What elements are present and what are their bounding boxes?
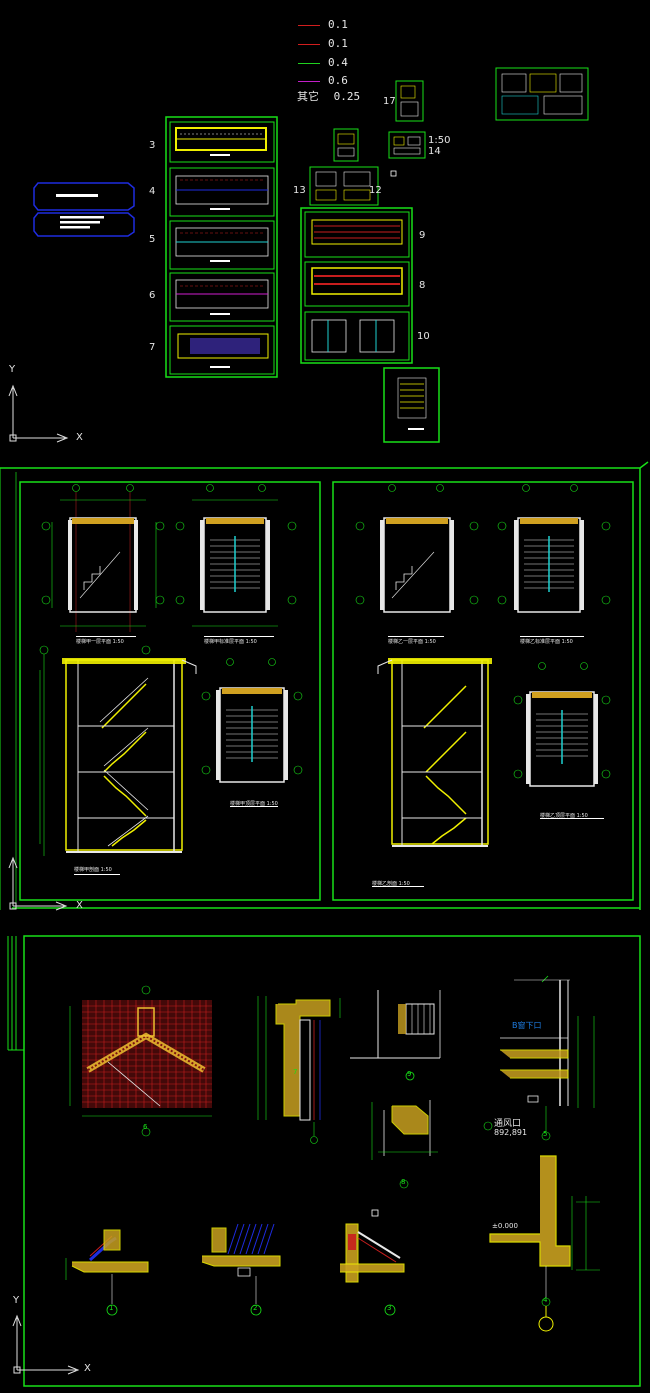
detail-sheet-panel: 6 7 8 9 5 1 2 3 4 通风口 892,891 B窗下口 ±0.00… xyxy=(0,920,650,1393)
stair-a-first-title: 楼梯甲一层平面 1:50 xyxy=(76,639,124,645)
detail-number-2: 2 xyxy=(253,1304,258,1312)
elevation-sheet-stack xyxy=(300,207,413,364)
legend-swatch xyxy=(298,81,320,82)
stair-b-section-title: 楼梯乙剖面 1:50 xyxy=(372,881,410,887)
legend-swatch xyxy=(298,25,320,26)
detail-number-9: 9 xyxy=(407,1070,412,1078)
sheet-number-5: 5 xyxy=(149,234,156,245)
legend-label: 0.6 xyxy=(328,74,348,87)
sheet-number-8: 8 xyxy=(419,280,426,291)
overview-panel: 0.1 0.1 0.4 0.6 其它 0.25 xyxy=(0,0,650,460)
y-axis-label: Y xyxy=(9,364,16,375)
detail-number-1: 1 xyxy=(109,1304,114,1312)
x-axis-label: X xyxy=(76,432,83,443)
stair-a-top-floor-plan xyxy=(201,658,303,807)
stair-b-section xyxy=(372,658,492,887)
sheet-scale-1-50: 1:50 xyxy=(428,135,451,146)
stair-sheet-panel: 楼梯甲一层平面 1:50 楼梯甲标准层平面 1:50 楼梯甲顶层平面 1:50 … xyxy=(0,460,650,920)
sheet-number-3: 3 xyxy=(149,140,156,151)
stair-b-standard-floor-plan xyxy=(497,484,611,637)
legend-other-label: 其它 xyxy=(297,90,319,103)
x-axis-label: X xyxy=(76,900,83,911)
window-lower-label: B窗下口 xyxy=(512,1021,542,1030)
sheet-number-7: 7 xyxy=(149,342,156,353)
cornice-section-detail xyxy=(257,996,341,1144)
stair-b-top-floor-plan xyxy=(513,662,611,819)
detail-number-4: 4 xyxy=(543,1296,548,1304)
lineweight-legend: 0.1 0.1 0.4 0.6 其它 0.25 xyxy=(0,0,400,110)
sill-detail xyxy=(371,1100,438,1189)
x-axis-label: X xyxy=(84,1363,91,1374)
stair-sheet-drawing xyxy=(0,461,649,911)
detail-sheet-drawing xyxy=(7,935,641,1387)
sheet-number-12: 12 xyxy=(369,185,382,196)
legend-swatch xyxy=(298,44,320,45)
window-head-detail xyxy=(350,990,441,1081)
legend-label: 0.4 xyxy=(328,56,348,69)
legend-swatch xyxy=(298,63,320,64)
detail-number-8: 8 xyxy=(401,1178,406,1186)
foundation-detail xyxy=(489,1155,600,1332)
title-block-2 xyxy=(33,212,135,237)
vent-label: 通风口 xyxy=(494,1119,522,1129)
stair-b-first-title: 楼梯乙一层平面 1:50 xyxy=(388,639,436,645)
overview-drawing xyxy=(8,67,589,443)
legend-other-value: 0.25 xyxy=(333,90,361,103)
sheet-number-4: 4 xyxy=(149,186,156,197)
eave-detail-1 xyxy=(65,1229,149,1316)
small-detail-sheets xyxy=(309,67,589,443)
detail-number-6: 6 xyxy=(143,1123,148,1131)
eave-detail-2 xyxy=(201,1223,281,1316)
vent-code: 892,891 xyxy=(494,1128,528,1137)
ucs-axis-icon xyxy=(8,856,68,911)
stair-b-top-title: 楼梯乙顶层平面 1:50 xyxy=(540,813,588,819)
stair-a-section-title: 楼梯甲剖面 1:50 xyxy=(74,867,112,873)
stair-a-standard-floor-plan xyxy=(175,484,297,637)
sheet-number-17: 17 xyxy=(383,96,396,107)
ucs-axis-icon xyxy=(8,384,69,443)
stair-a-standard-title: 楼梯甲标准层平面 1:50 xyxy=(204,639,257,645)
legend-label: 0.1 xyxy=(328,18,348,31)
floorplan-sheet-stack xyxy=(165,116,278,378)
stair-b-first-floor-plan xyxy=(355,484,479,637)
ucs-axis-icon xyxy=(12,1314,80,1375)
detail-number-7: 7 xyxy=(293,1068,298,1076)
level-label: ±0.000 xyxy=(492,1222,518,1230)
sheet-number-13: 13 xyxy=(293,185,306,196)
sheet-number-6: 6 xyxy=(149,290,156,301)
sheet-number-10: 10 xyxy=(417,331,430,342)
detail-number-5: 5 xyxy=(543,1130,548,1138)
detail-number-3: 3 xyxy=(387,1304,392,1312)
sheet-number-9: 9 xyxy=(419,230,426,241)
sheet-number-14: 14 xyxy=(428,146,441,157)
window-sill-detail xyxy=(483,975,595,1141)
stair-a-top-title: 楼梯甲顶层平面 1:50 xyxy=(230,801,278,807)
y-axis-label: Y xyxy=(13,1295,20,1306)
eave-detail-3 xyxy=(340,1209,405,1316)
legend-row-other: 其它 0.25 xyxy=(297,88,360,104)
title-block-1 xyxy=(33,182,135,211)
stair-b-standard-title: 楼梯乙标准层平面 1:50 xyxy=(520,639,573,645)
stair-a-first-floor-plan xyxy=(41,484,165,637)
stair-a-section xyxy=(39,645,197,875)
roof-grid-detail xyxy=(69,985,212,1137)
legend-label: 0.1 xyxy=(328,37,348,50)
